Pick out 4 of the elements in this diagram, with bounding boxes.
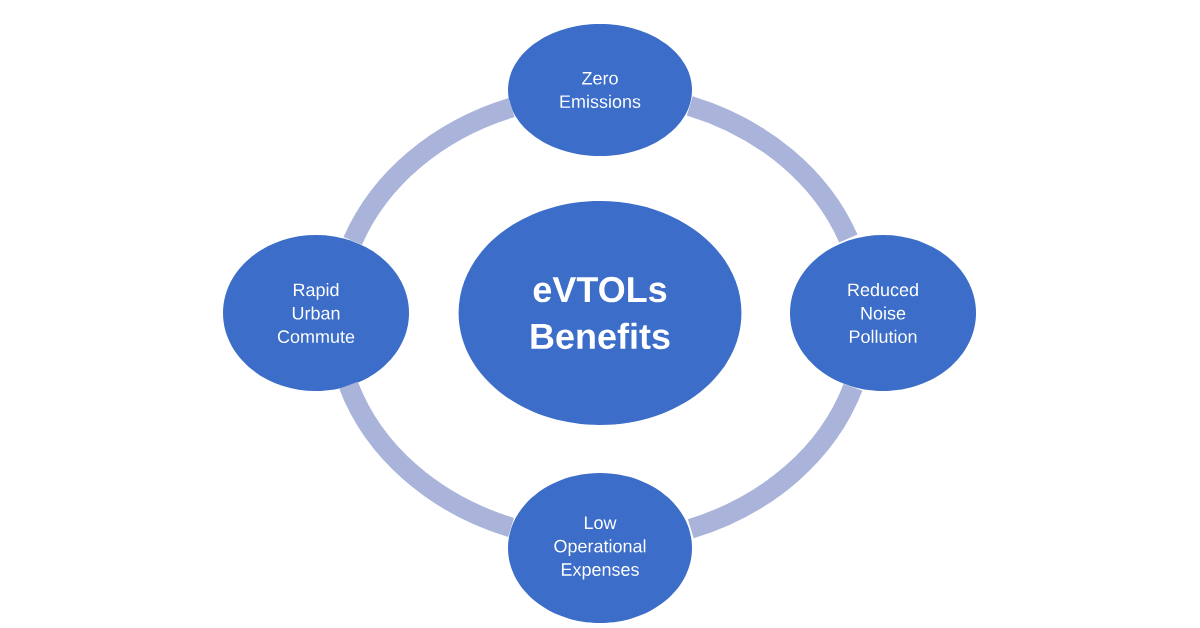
ring-arc xyxy=(687,383,863,539)
ring-arc xyxy=(339,381,515,537)
ring-arc xyxy=(343,98,515,246)
ring-arc xyxy=(686,96,858,243)
